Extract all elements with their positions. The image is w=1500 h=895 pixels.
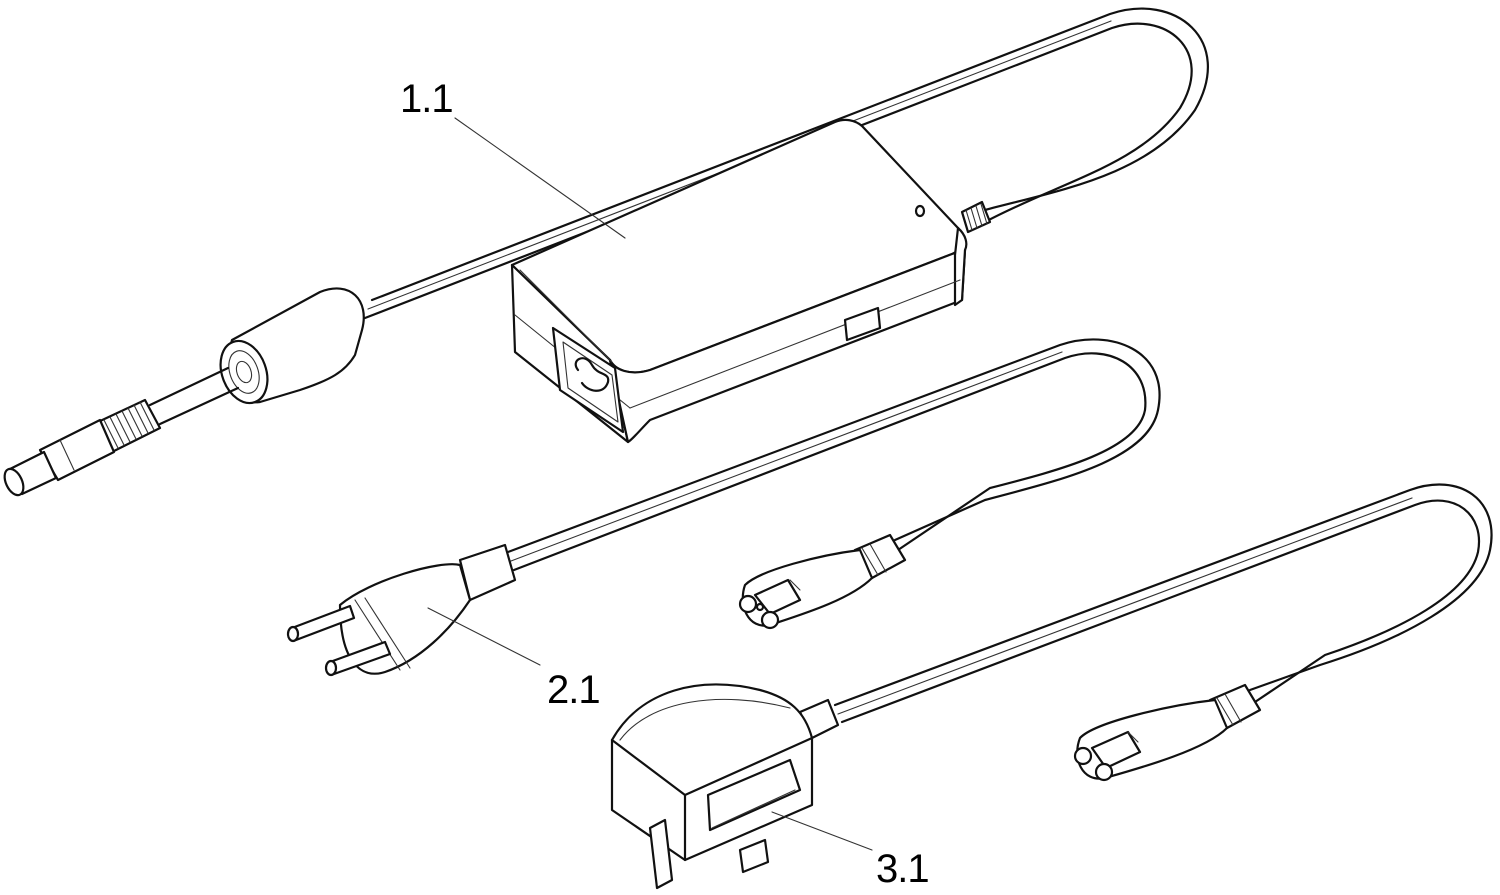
leader-line-2-1 <box>427 607 541 666</box>
leader-line-3-1 <box>771 811 873 851</box>
leader-line-1-1 <box>454 117 626 239</box>
callout-label-2-1: 2.1 <box>547 668 600 712</box>
adapter-cable-strain-relief <box>960 200 992 234</box>
leader-lines <box>427 117 873 851</box>
dc-barrel-plug <box>3 366 240 497</box>
callout-label-1-1: 1.1 <box>400 77 453 121</box>
uk-power-cord <box>610 483 1493 890</box>
uk-plug <box>610 683 840 890</box>
ferrite-bead <box>219 287 365 405</box>
c7-connector-1 <box>738 533 907 630</box>
euro-plug <box>286 543 517 677</box>
callout-label-3-1: 3.1 <box>876 847 929 891</box>
power-adapter-body <box>510 118 992 444</box>
eu-power-cord <box>286 338 1161 677</box>
c7-connector-2 <box>1073 683 1262 782</box>
